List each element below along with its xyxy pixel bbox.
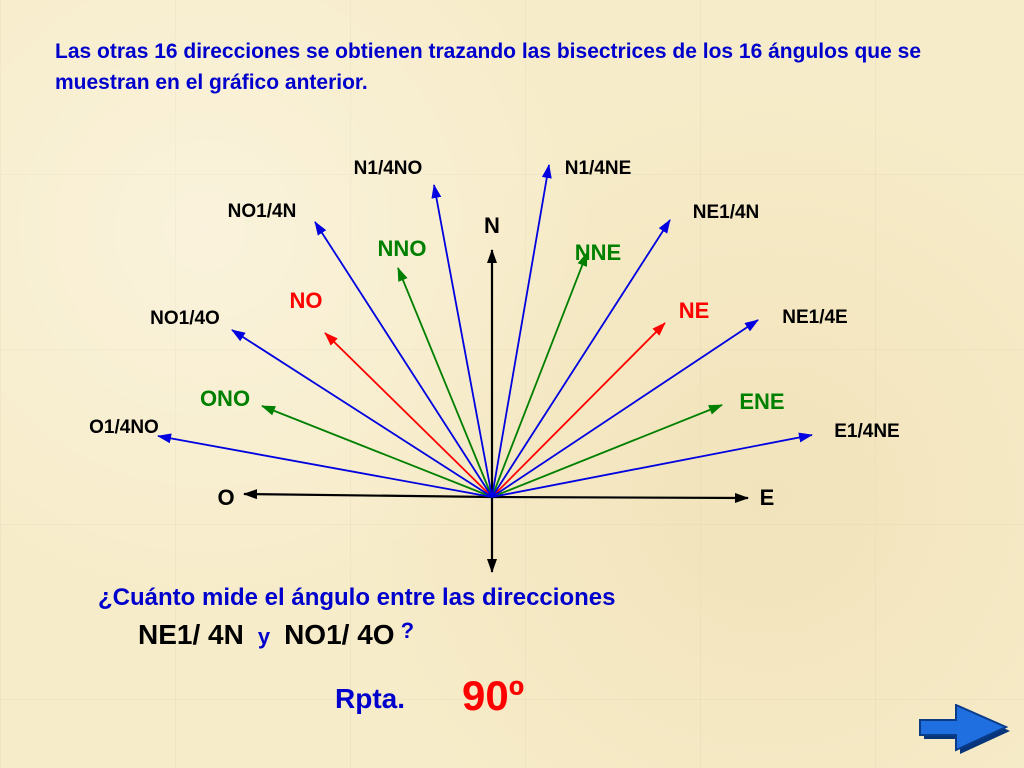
label-no1-4n: NO1/4N [228,201,297,222]
label-n1-4no: N1/4NO [354,158,423,179]
ray-n1-4ne [491,164,552,498]
label-no: NO [290,288,323,313]
label-nno: NNO [378,236,427,261]
label-ne: NE [679,298,710,323]
ray-no1-4n [314,221,493,498]
ray-o [243,489,493,500]
ray-nne [491,252,588,498]
ray-nno [397,267,493,498]
label-o: O [217,485,234,510]
ray-ne [491,322,666,498]
next-arrow-icon [919,703,1010,754]
ray-n1-4no [431,184,493,498]
ray-e1-4ne [491,432,813,498]
ray-ne1-4e [491,319,759,498]
label-n1-4ne: N1/4NE [565,158,632,179]
ray-ono [261,405,493,498]
label-ne1-4n: NE1/4N [693,202,760,223]
label-ne1-4e: NE1/4E [782,307,847,328]
intro-text: Las otras 16 direcciones se obtienen tra… [55,40,921,94]
label-e1-4ne: E1/4NE [834,421,899,442]
label-ono: ONO [200,386,250,411]
direction-a: NE1/ 4N [138,619,244,650]
label-e: E [760,485,775,510]
direction-b: NO1/ 4O [284,619,395,650]
label-n: N [484,213,500,238]
question-mark: ? [400,618,415,643]
question-directions: NE1/ 4N y NO1/ 4O? [138,618,414,651]
answer-label: Rpta. [335,683,405,714]
ray-ene [491,404,723,498]
ray-no1-4o [231,329,493,498]
next-button[interactable] [918,703,1012,754]
ray-no [324,332,493,498]
ray-e [491,492,749,503]
label-ene: ENE [739,389,784,414]
label-o1-4no: O1/4NO [89,417,159,438]
question-text: ¿Cuánto mide el ángulo entre las direcci… [98,584,616,611]
ray-o1-4no [157,433,493,498]
conjunction: y [257,624,271,649]
answer-value: 90º [462,672,525,719]
ray-ne1-4n [491,219,671,498]
label-no1-4o: NO1/4O [150,308,220,329]
label-nne: NNE [575,240,621,265]
